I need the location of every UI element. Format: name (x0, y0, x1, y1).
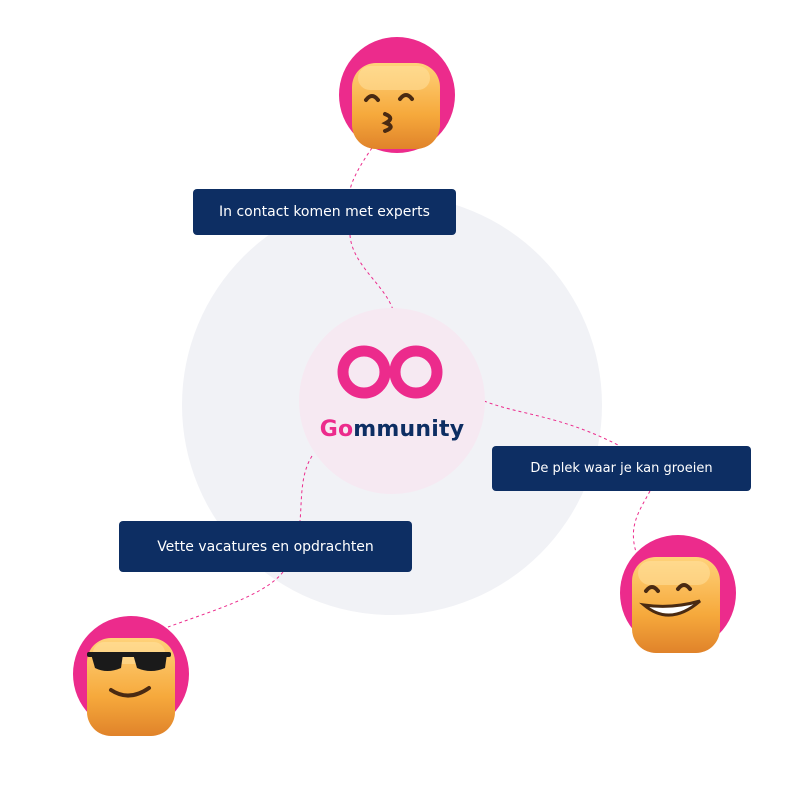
label-grow: De plek waar je kan groeien (492, 446, 751, 491)
connector-experts-top (349, 147, 373, 191)
connector-experts-bottom (349, 234, 394, 311)
connector-jobs-top (299, 455, 313, 522)
grinning-face-icon (620, 535, 736, 653)
sunglasses-face-icon (73, 616, 189, 736)
label-jobs: Vette vacatures en opdrachten (119, 521, 412, 572)
brand-suffix: mmunity (353, 417, 465, 442)
connector-grow-bottom (632, 490, 651, 553)
brand-prefix: Go (319, 417, 354, 442)
kissing-face-icon (339, 37, 455, 153)
center-circle (299, 308, 485, 494)
connector-jobs-bottom (167, 571, 284, 628)
connector-grow-top (483, 400, 621, 447)
label-experts: In contact komen met experts (193, 189, 456, 235)
brand-wordmark: Gommunity (300, 417, 484, 442)
gommunity-logo-icon (337, 345, 443, 399)
